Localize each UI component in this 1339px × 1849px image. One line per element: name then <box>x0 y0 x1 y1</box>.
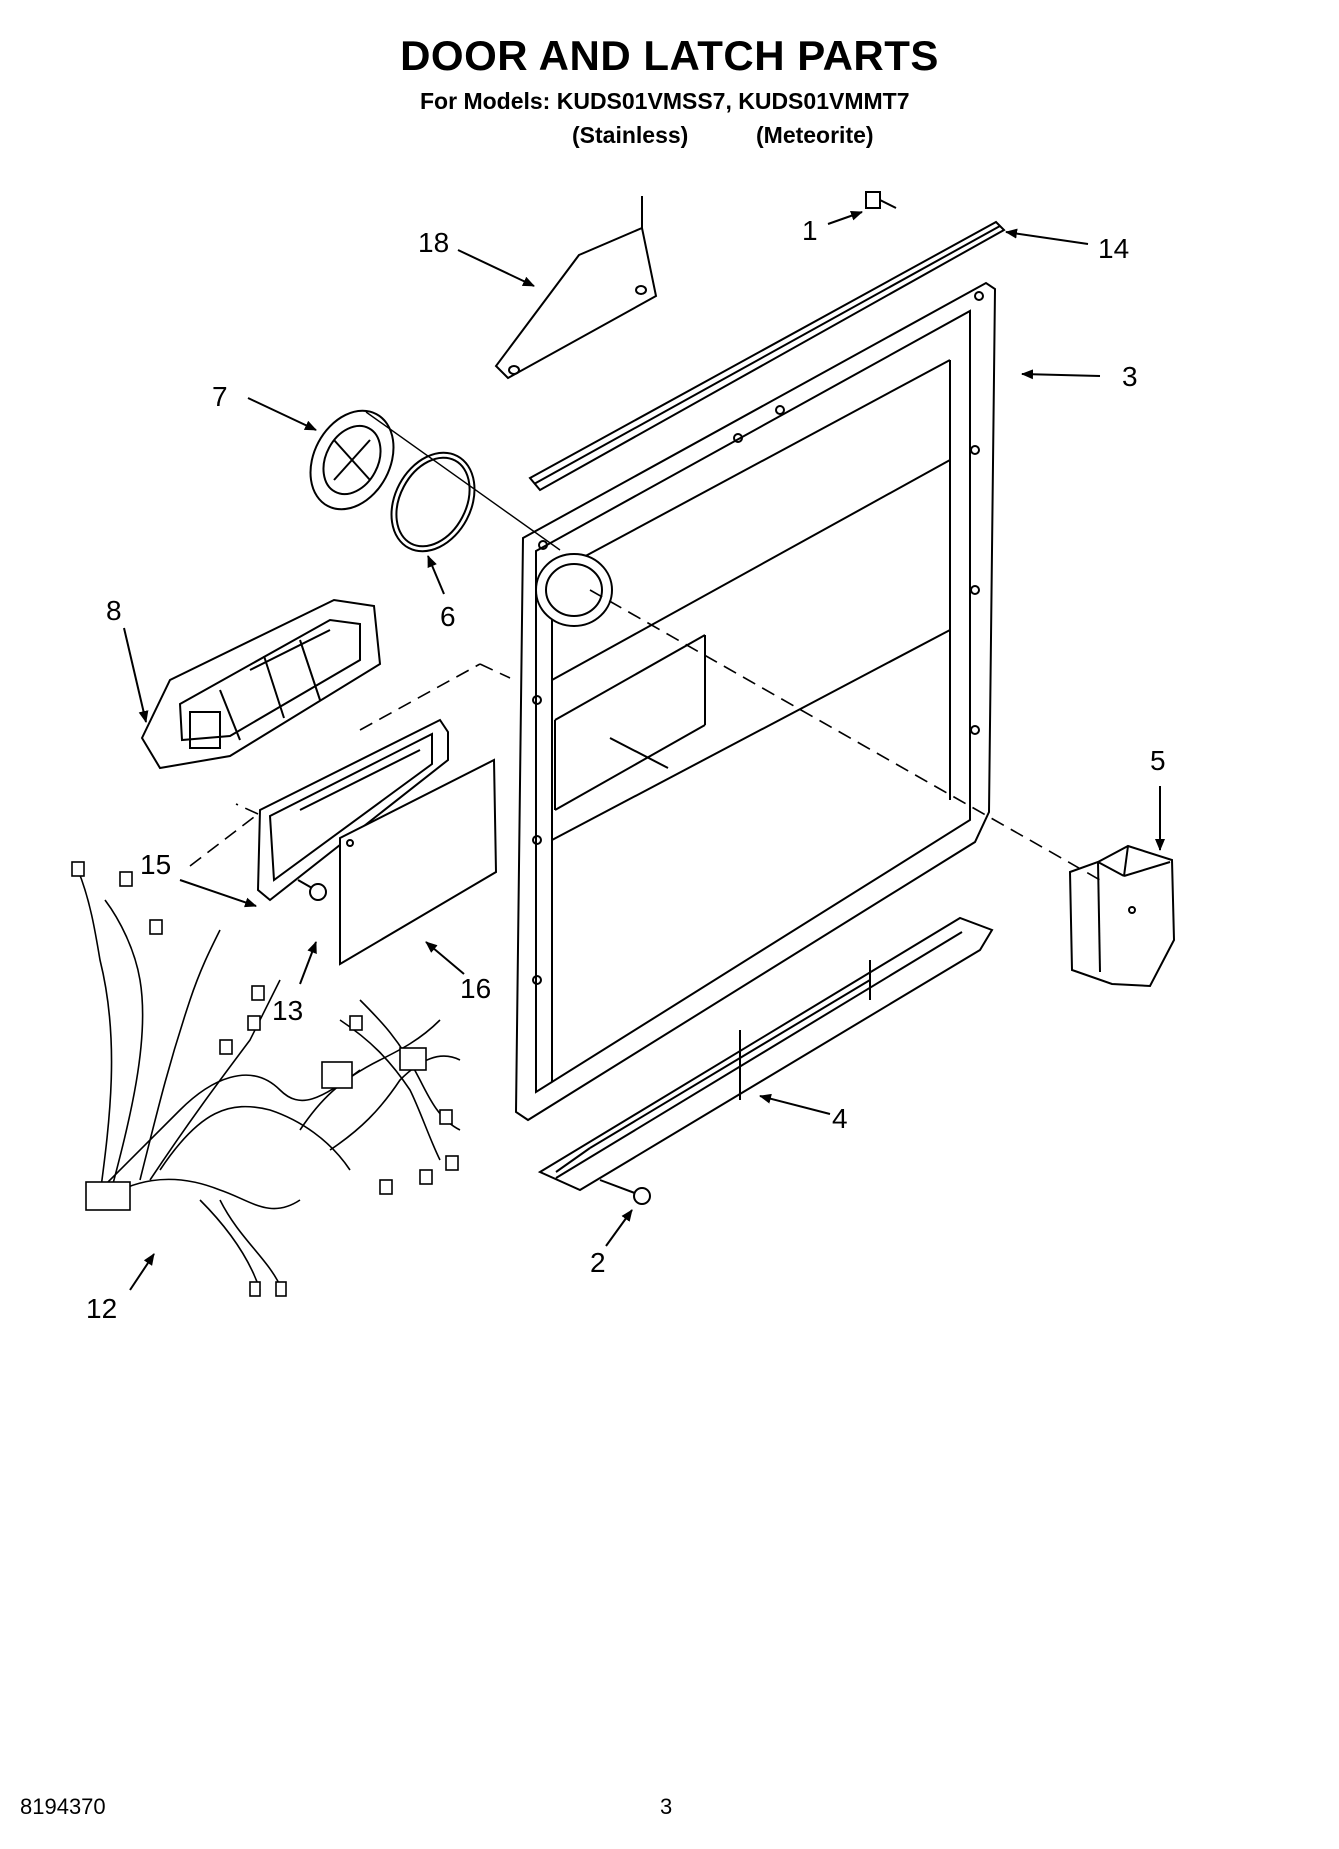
callout-2: 2 <box>590 1247 606 1278</box>
arrow-15 <box>179 879 257 908</box>
part-7-vent <box>309 409 561 551</box>
arrow-4 <box>759 1093 831 1115</box>
arrow-13 <box>299 941 317 985</box>
callout-15: 15 <box>140 849 171 880</box>
part-5-housing <box>1068 844 1176 988</box>
page-title: DOOR AND LATCH PARTS <box>400 32 939 79</box>
callout-5: 5 <box>1150 745 1166 776</box>
part-6-gasket <box>390 451 476 553</box>
arrow-12 <box>129 1253 155 1291</box>
arrow-6 <box>427 555 445 595</box>
part-13-screw <box>297 879 327 901</box>
assembly-lines <box>189 589 1101 881</box>
part-15-board <box>256 718 449 902</box>
callout-7: 7 <box>212 381 228 412</box>
variant-meteorite: (Meteorite) <box>756 122 874 148</box>
callout-6: 6 <box>440 601 456 632</box>
part-4-bottom-trim <box>537 916 994 1192</box>
callout-1: 1 <box>802 215 818 246</box>
part-16-insulator <box>339 758 498 966</box>
callout-16: 16 <box>460 973 491 1004</box>
arrow-1 <box>827 210 863 225</box>
part-8-latch <box>140 598 382 770</box>
arrow-14 <box>1005 228 1089 245</box>
callout-18: 18 <box>418 227 449 258</box>
callout-4: 4 <box>832 1103 848 1134</box>
part-12-harness <box>71 861 461 1297</box>
callout-14: 14 <box>1098 233 1129 264</box>
arrow-18 <box>457 249 535 287</box>
callout-13: 13 <box>272 995 303 1026</box>
callout-8: 8 <box>106 595 122 626</box>
part-2-screw <box>599 1179 651 1205</box>
arrow-7 <box>247 397 317 431</box>
part-14-top-trim <box>528 220 1006 492</box>
part-1-screw <box>865 191 897 209</box>
arrow-3 <box>1021 369 1101 380</box>
arrow-8 <box>123 627 149 723</box>
variant-stainless: (Stainless) <box>572 122 689 148</box>
part-3-inner-door <box>514 281 997 1122</box>
page-number: 3 <box>660 1794 673 1819</box>
part-18-bracket <box>494 196 658 380</box>
arrow-2 <box>605 1209 633 1247</box>
arrow-16 <box>425 941 465 975</box>
models-line: For Models: KUDS01VMSS7, KUDS01VMMT7 <box>420 88 910 114</box>
callout-12: 12 <box>86 1293 117 1324</box>
document-number: 8194370 <box>20 1794 106 1819</box>
callout-3: 3 <box>1122 361 1138 392</box>
